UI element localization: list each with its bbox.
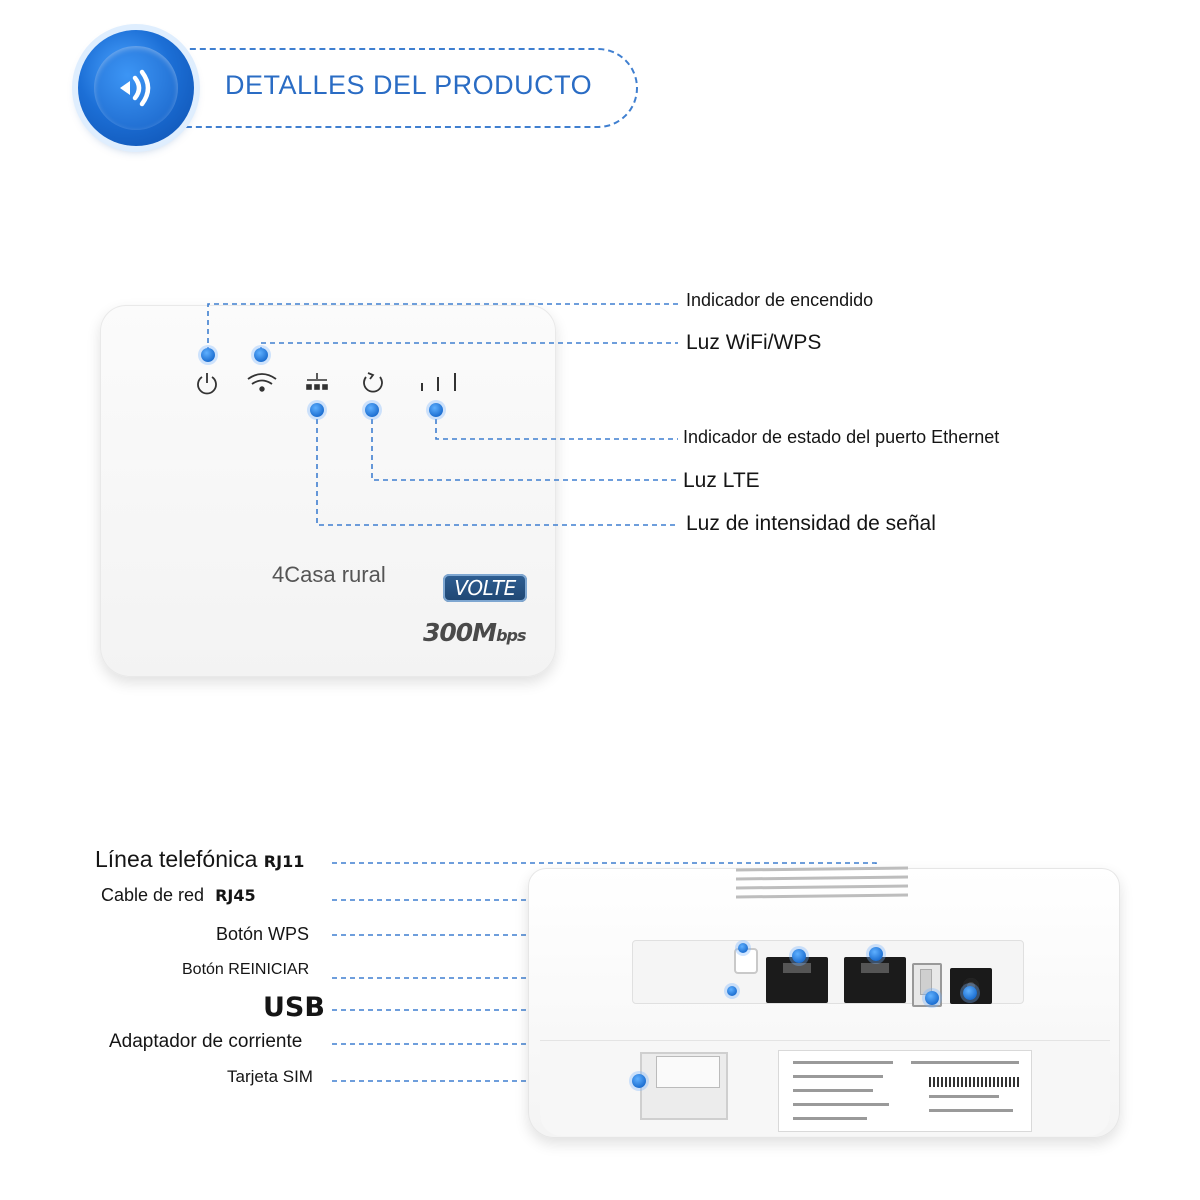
label-signal-strength: Luz de intensidad de señal	[686, 512, 936, 535]
product-label-sticker	[778, 1050, 1032, 1132]
wifi-dot	[254, 348, 268, 362]
rj11-port	[844, 957, 906, 1003]
cables-icon	[736, 866, 908, 899]
label-network-cable: Cable de red RJ45	[101, 885, 256, 906]
label-power-indicator: Indicador de encendido	[686, 290, 874, 310]
label-lte: Luz LTE	[683, 469, 760, 492]
power-icon	[197, 373, 217, 395]
label-wps-button: Botón WPS	[216, 924, 310, 944]
signal-bars-icon	[421, 373, 456, 391]
label-phone-line-text: Línea telefónica	[95, 846, 258, 872]
label-usb: USB	[263, 992, 325, 1023]
usb-dot	[925, 991, 939, 1005]
lte-icon	[363, 372, 383, 393]
header-banner	[150, 48, 638, 128]
speed-label: 300Mbps	[423, 618, 527, 647]
label-wifi-wps: Luz WiFi/WPS	[686, 331, 822, 354]
nfc-signal-icon	[78, 30, 194, 146]
speed-main: 300M	[423, 618, 497, 647]
rj45-dot	[792, 949, 806, 963]
rj45-port	[766, 957, 828, 1003]
power-port-dot	[963, 986, 977, 1000]
ethernet-icon	[306, 373, 328, 390]
sim-card	[656, 1056, 720, 1088]
label-ethernet-status: Indicador de estado del puerto Ethernet	[683, 427, 1000, 447]
reset-dot	[727, 986, 737, 996]
sim-dot	[632, 1074, 646, 1088]
label-reset-button: Botón REINICIAR	[182, 961, 310, 978]
wps-dot	[738, 943, 748, 953]
page-title: DETALLES DEL PRODUCTO	[225, 70, 593, 100]
speed-unit: bps	[496, 626, 526, 645]
router-brand-text: 4Casa rural	[272, 562, 386, 587]
rj11-dot	[869, 947, 883, 961]
label-power-adapter: Adaptador de corriente	[109, 1031, 303, 1052]
label-phone-line-code: RJ11	[263, 852, 305, 871]
label-phone-line: Línea telefónica RJ11	[95, 846, 304, 873]
lte-dot	[365, 403, 379, 417]
label-network-cable-text: Cable de red	[101, 885, 205, 905]
front-status-icons	[197, 372, 456, 395]
ethernet-dot	[429, 403, 443, 417]
volte-badge: VOLTE	[443, 574, 527, 602]
label-network-cable-code: RJ45	[215, 886, 256, 905]
signal-dot	[310, 403, 324, 417]
label-sim-card: Tarjeta SIM	[227, 1067, 313, 1086]
power-dot	[201, 348, 215, 362]
router-front-view	[100, 305, 556, 677]
wifi-icon	[247, 373, 277, 392]
